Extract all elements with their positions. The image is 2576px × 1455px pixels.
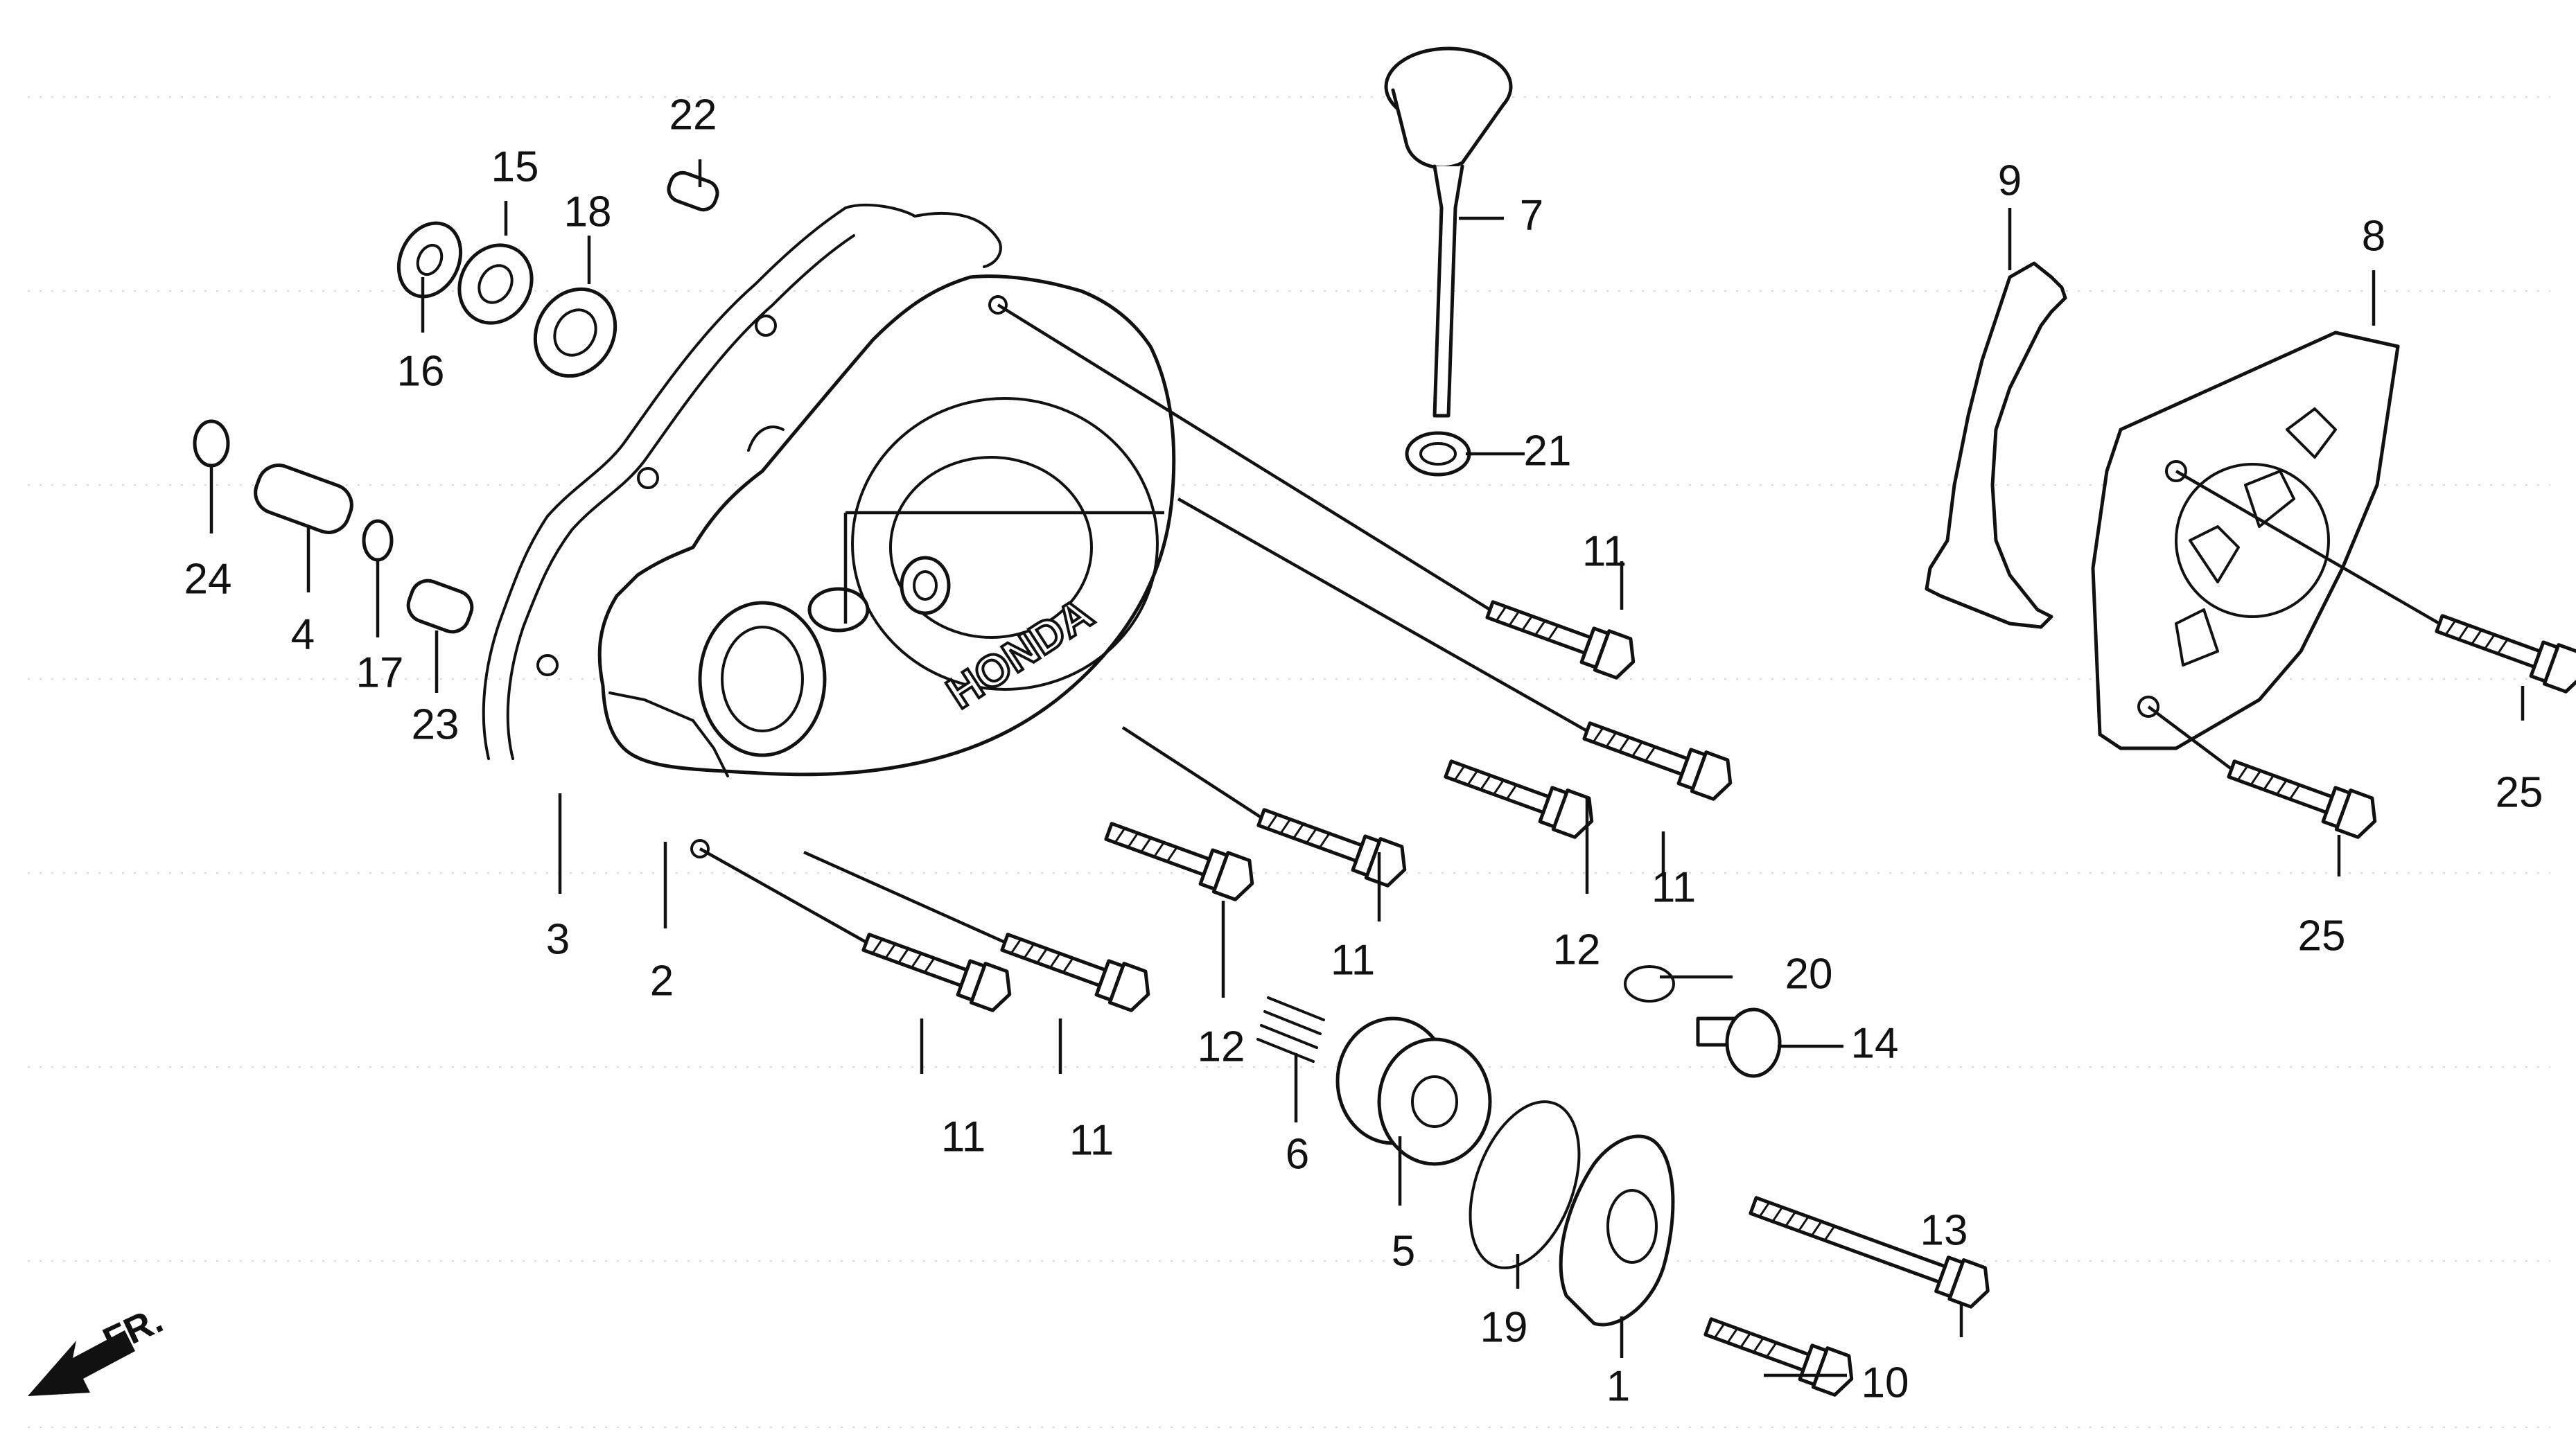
callout-11-e: 11 [1069, 1116, 1114, 1164]
oil-filter-group [1256, 965, 1995, 1398]
callout-12-a: 12 [1198, 1023, 1245, 1070]
callout-18: 18 [564, 188, 612, 236]
filter-oring [1469, 1100, 1581, 1269]
callout-14: 14 [1851, 1019, 1899, 1067]
callout-15: 15 [491, 143, 539, 191]
dipstick-part [1384, 46, 1513, 477]
callout-11-b: 11 [1651, 863, 1696, 911]
callout-16: 16 [397, 347, 445, 395]
drain-bolt [1696, 1007, 1782, 1078]
callout-2: 2 [650, 957, 674, 1005]
callout-11-c: 11 [1331, 936, 1375, 984]
callout-10: 10 [1861, 1359, 1909, 1406]
callout-19: 19 [1480, 1303, 1528, 1351]
background-texture [28, 96, 2550, 1428]
drain-washer [1624, 965, 1675, 1003]
callout-4: 4 [291, 610, 315, 658]
callout-7: 7 [1520, 191, 1543, 239]
callout-9: 9 [1998, 157, 2022, 204]
sprocket-guide [1925, 261, 2067, 629]
callout-1: 1 [1606, 1362, 1630, 1410]
oil-filter [1335, 1016, 1492, 1166]
front-direction-indicator: FR. [28, 1299, 169, 1396]
callout-24: 24 [184, 555, 232, 603]
callout-6: 6 [1286, 1130, 1309, 1178]
callout-12-b: 12 [1553, 926, 1601, 973]
callout-20: 20 [1785, 950, 1833, 998]
callout-3: 3 [546, 915, 570, 963]
callout-22: 22 [669, 91, 717, 139]
filter-spring [1256, 996, 1325, 1063]
callout-13: 13 [1920, 1206, 1968, 1254]
callout-11-d: 11 [941, 1113, 985, 1161]
sprocket-cover [2091, 330, 2576, 840]
callout-17: 17 [356, 649, 404, 696]
callout-labels: 1 2 3 4 5 6 7 8 9 10 11 11 11 11 11 12 1… [184, 91, 2543, 1410]
callout-21: 21 [1524, 427, 1572, 475]
left-crankcase-cover: HONDA [597, 274, 1176, 858]
gasket-part [482, 203, 1002, 760]
callout-25-b: 25 [2298, 912, 2346, 960]
arrow-left-icon [28, 1330, 135, 1396]
callout-23: 23 [412, 700, 459, 748]
leader-lines [209, 159, 2525, 1377]
callout-11-a: 11 [1582, 527, 1627, 575]
small-parts-group [193, 170, 719, 634]
callout-5: 5 [1392, 1227, 1415, 1275]
filter-cover [1559, 1134, 1675, 1327]
callout-25-a: 25 [2496, 768, 2543, 816]
callout-8: 8 [2362, 212, 2385, 260]
